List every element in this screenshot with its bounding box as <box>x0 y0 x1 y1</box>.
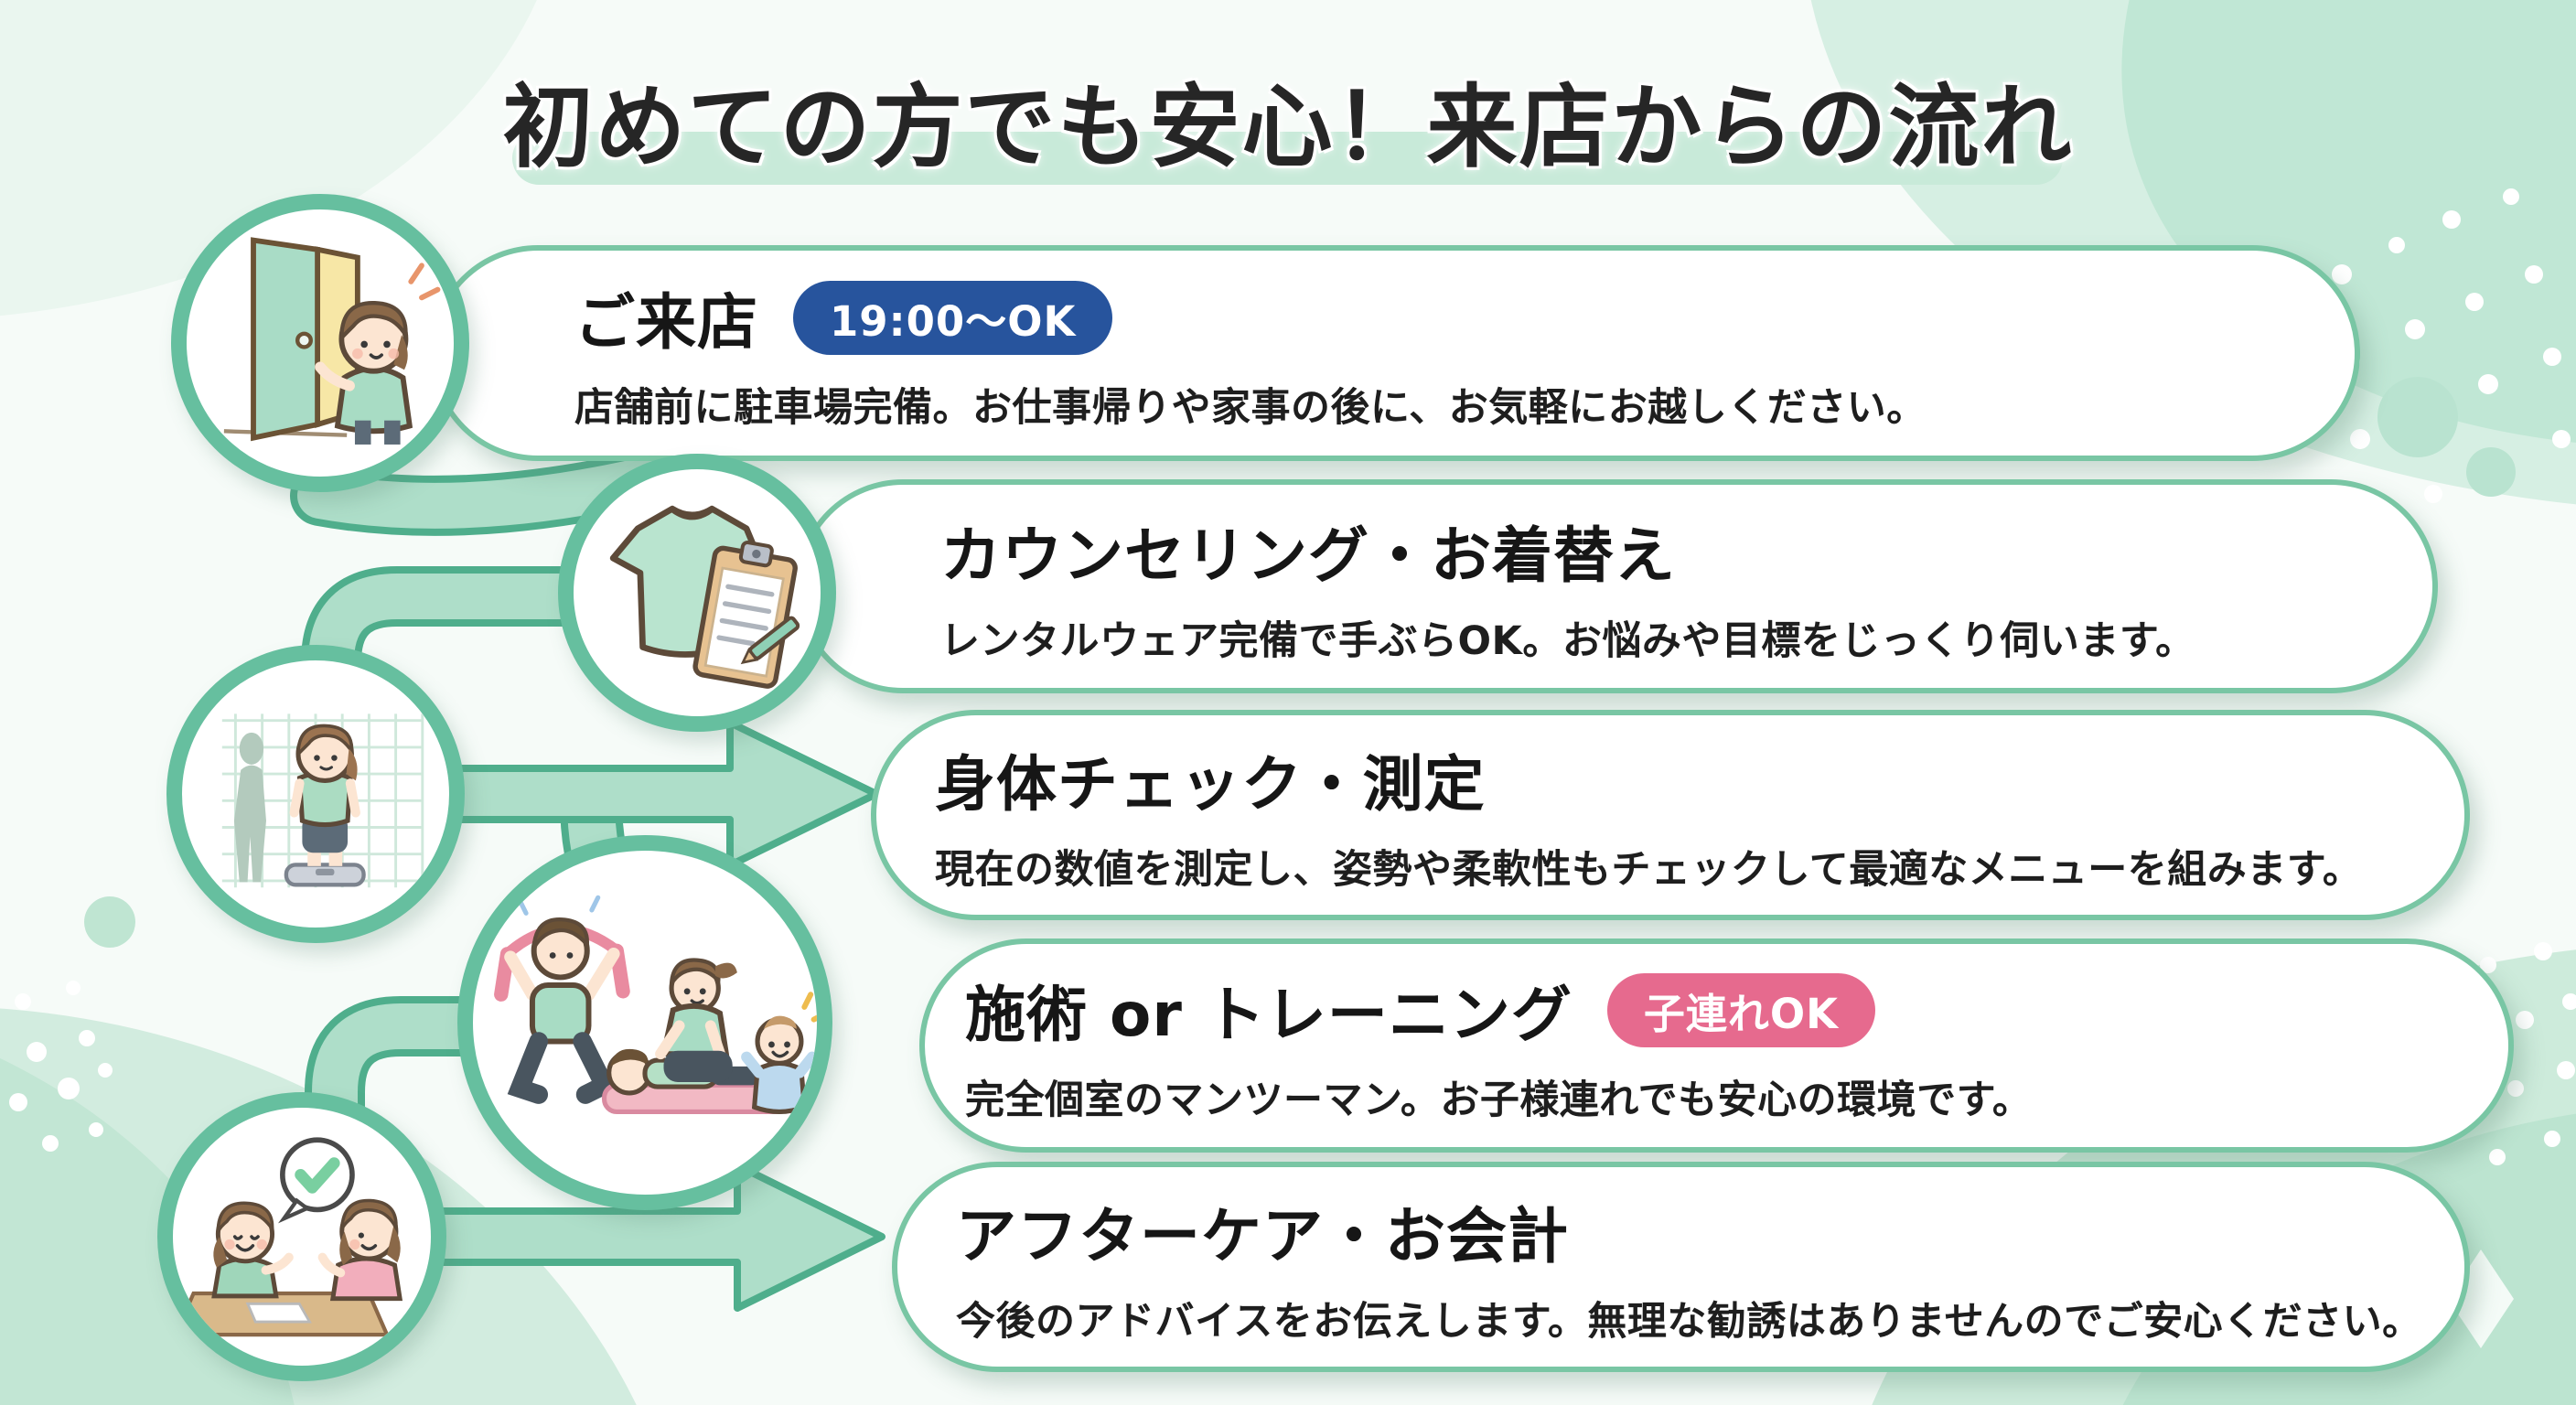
tshirt-clipboard-illustration <box>609 505 800 689</box>
baby <box>741 992 817 1114</box>
paper <box>245 1302 312 1324</box>
posture-silhouette <box>233 732 266 883</box>
step2-description: レンタルウェア完備で手ぶらOK。お悩みや目標をじっくり伺います。 <box>940 618 2195 664</box>
arrow-into-step3 <box>426 719 880 869</box>
customer-person <box>317 1198 403 1302</box>
step-card-counseling: カウンセリング・お着替え レンタルウェア完備で手ぶらOK。お悩みや目標をじっくり… <box>796 479 2438 693</box>
page-title: 初めての方でも安心！来店からの流れ <box>502 75 2074 180</box>
step5-icon-circle <box>157 1092 446 1381</box>
door-entry-illustration <box>223 237 441 445</box>
staff-person <box>211 1201 294 1299</box>
aftercare-consult-illustration <box>173 1137 403 1337</box>
step-card-arrival: ご来店 19:00〜OK 店舗前に駐車場完備。お仕事帰りや家事の後に、お気軽にお… <box>430 245 2360 461</box>
step5-description: 今後のアドバイスをお伝えします。無理な勧誘はありませんのでご安心ください。 <box>956 1299 2422 1345</box>
step4-title: 施術 or トレーニング <box>965 980 1572 1050</box>
step3-title: 身体チェック・測定 <box>935 749 1486 820</box>
step3-icon-circle <box>166 645 465 943</box>
step5-title: アフターケア・お会計 <box>956 1201 1569 1271</box>
step1-title: ご来店 <box>574 287 758 358</box>
step-card-training: 施術 or トレーニング 子連れOK 完全個室のマンツーマン。お子様連れでも安心… <box>919 938 2514 1153</box>
step-card-body-check: 身体チェック・測定 現在の数値を測定し、姿勢や柔軟性もチェックして最適なメニュー… <box>871 710 2470 920</box>
title-highlight-bar <box>512 132 2063 185</box>
step-card-aftercare: アフターケア・お会計 今後のアドバイスをお伝えします。無理な勧誘はありませんので… <box>892 1162 2470 1372</box>
polka-dots-bottom-left <box>9 981 113 1152</box>
motion-lines <box>408 263 441 301</box>
person-entering <box>315 301 413 445</box>
body-measurement-illustration <box>221 713 424 888</box>
evening-ok-badge: 19:00〜OK <box>793 280 1113 355</box>
step1-icon-circle <box>171 194 469 492</box>
clipboard <box>692 541 798 689</box>
man-with-band <box>494 895 630 1104</box>
step2-icon-circle <box>558 454 836 732</box>
header: 初めての方でも安心！来店からの流れ <box>0 0 2576 210</box>
kids-ok-badge: 子連れOK <box>1606 972 1875 1047</box>
pencil <box>740 616 800 665</box>
trainer <box>655 958 737 1082</box>
check-speech-bubble <box>278 1137 355 1224</box>
training-session-illustration <box>494 895 817 1114</box>
arrow-into-step5 <box>419 1162 886 1312</box>
step4-description: 完全個室のマンツーマン。お子様連れでも安心の環境です。 <box>965 1078 2033 1123</box>
person-on-scale <box>284 724 366 887</box>
step2-title: カウンセリング・お着替え <box>940 520 1676 591</box>
step3-description: 現在の数値を測定し、姿勢や柔軟性もチェックして最適なメニューを組みます。 <box>935 847 2363 893</box>
step4-icon-circle <box>457 835 832 1210</box>
step1-description: 店舗前に駐車場完備。お仕事帰りや家事の後に、お気軽にお越しください。 <box>574 385 1927 431</box>
